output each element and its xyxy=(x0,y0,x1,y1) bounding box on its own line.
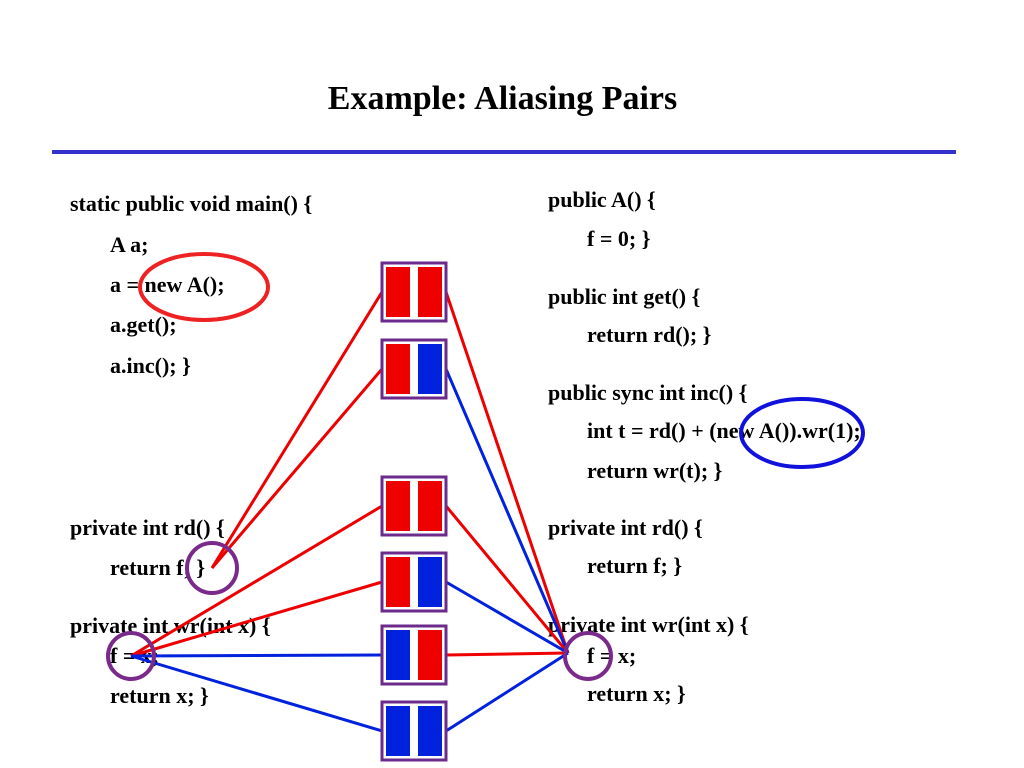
code-inc-return: return wr(t); } xyxy=(587,458,723,483)
code-main-alloc: a = new A(); xyxy=(110,272,225,297)
pair-5-left-link xyxy=(130,653,383,658)
pair-right-half xyxy=(418,481,442,531)
pair-right-half xyxy=(418,557,442,607)
code-right-rd-signature: private int rd() { xyxy=(548,515,703,540)
left-wr-write-highlight xyxy=(106,631,156,681)
code-ctor-body: f = 0; } xyxy=(587,226,651,251)
code-main-inc: a.inc(); } xyxy=(110,353,191,378)
aliasing-pair-boxes xyxy=(380,261,448,762)
pair-4-right-link xyxy=(445,580,569,655)
code-right-rd-body: return f; } xyxy=(587,553,683,578)
code-main-signature: static public void main() { xyxy=(70,191,313,216)
pair-right-half xyxy=(418,630,442,680)
pair-2-right-link xyxy=(444,368,570,654)
right-wr-write-highlight xyxy=(563,631,613,681)
pair-left-half xyxy=(386,344,410,394)
pair-2-left-link xyxy=(210,368,384,569)
pair-4-left-link xyxy=(130,580,383,658)
code-get-signature: public int get() { xyxy=(548,284,701,309)
code-inc-signature: public sync int inc() { xyxy=(548,380,748,405)
pair-3-right-link xyxy=(444,505,570,654)
pair-6-left-link xyxy=(130,654,383,733)
code-right-wr-return: return x; } xyxy=(587,681,686,706)
pair-1-right-link xyxy=(444,291,570,654)
left-rd-read-highlight xyxy=(185,541,239,595)
code-left-wr-return: return x; } xyxy=(110,683,209,708)
pair-3-left-link xyxy=(130,504,383,658)
main-alloc-highlight xyxy=(138,252,270,322)
aliasing-pair-box-6 xyxy=(380,700,448,762)
code-ctor-signature: public A() { xyxy=(548,187,656,212)
code-right-wr-signature: private int wr(int x) { xyxy=(548,612,749,637)
pair-1-left-link xyxy=(210,291,384,569)
slide-title: Example: Aliasing Pairs xyxy=(327,80,678,117)
pair-left-half xyxy=(386,267,410,317)
code-left-rd-signature: private int rd() { xyxy=(70,515,225,540)
code-main-decl: A a; xyxy=(110,232,149,257)
inc-alloc-highlight xyxy=(739,397,865,469)
pair-left-half xyxy=(386,557,410,607)
aliasing-pair-box-2 xyxy=(380,338,448,400)
code-main-get: a.get(); xyxy=(110,312,177,337)
title-underline xyxy=(52,150,956,154)
pair-left-half xyxy=(386,706,410,756)
aliasing-links xyxy=(130,291,570,733)
code-get-body: return rd(); } xyxy=(587,322,712,347)
pair-6-right-link xyxy=(445,651,569,733)
aliasing-pair-box-4 xyxy=(380,551,448,613)
pair-left-half xyxy=(386,630,410,680)
aliasing-pair-box-5 xyxy=(380,624,448,686)
aliasing-pair-box-1 xyxy=(380,261,448,323)
code-inc-body: int t = rd() + (new A()).wr(1); xyxy=(587,418,861,443)
pair-right-half xyxy=(418,344,442,394)
pair-right-half xyxy=(418,267,442,317)
aliasing-pair-box-3 xyxy=(380,475,448,537)
pair-left-half xyxy=(386,481,410,531)
pair-right-half xyxy=(418,706,442,756)
pair-5-right-link xyxy=(445,651,569,657)
